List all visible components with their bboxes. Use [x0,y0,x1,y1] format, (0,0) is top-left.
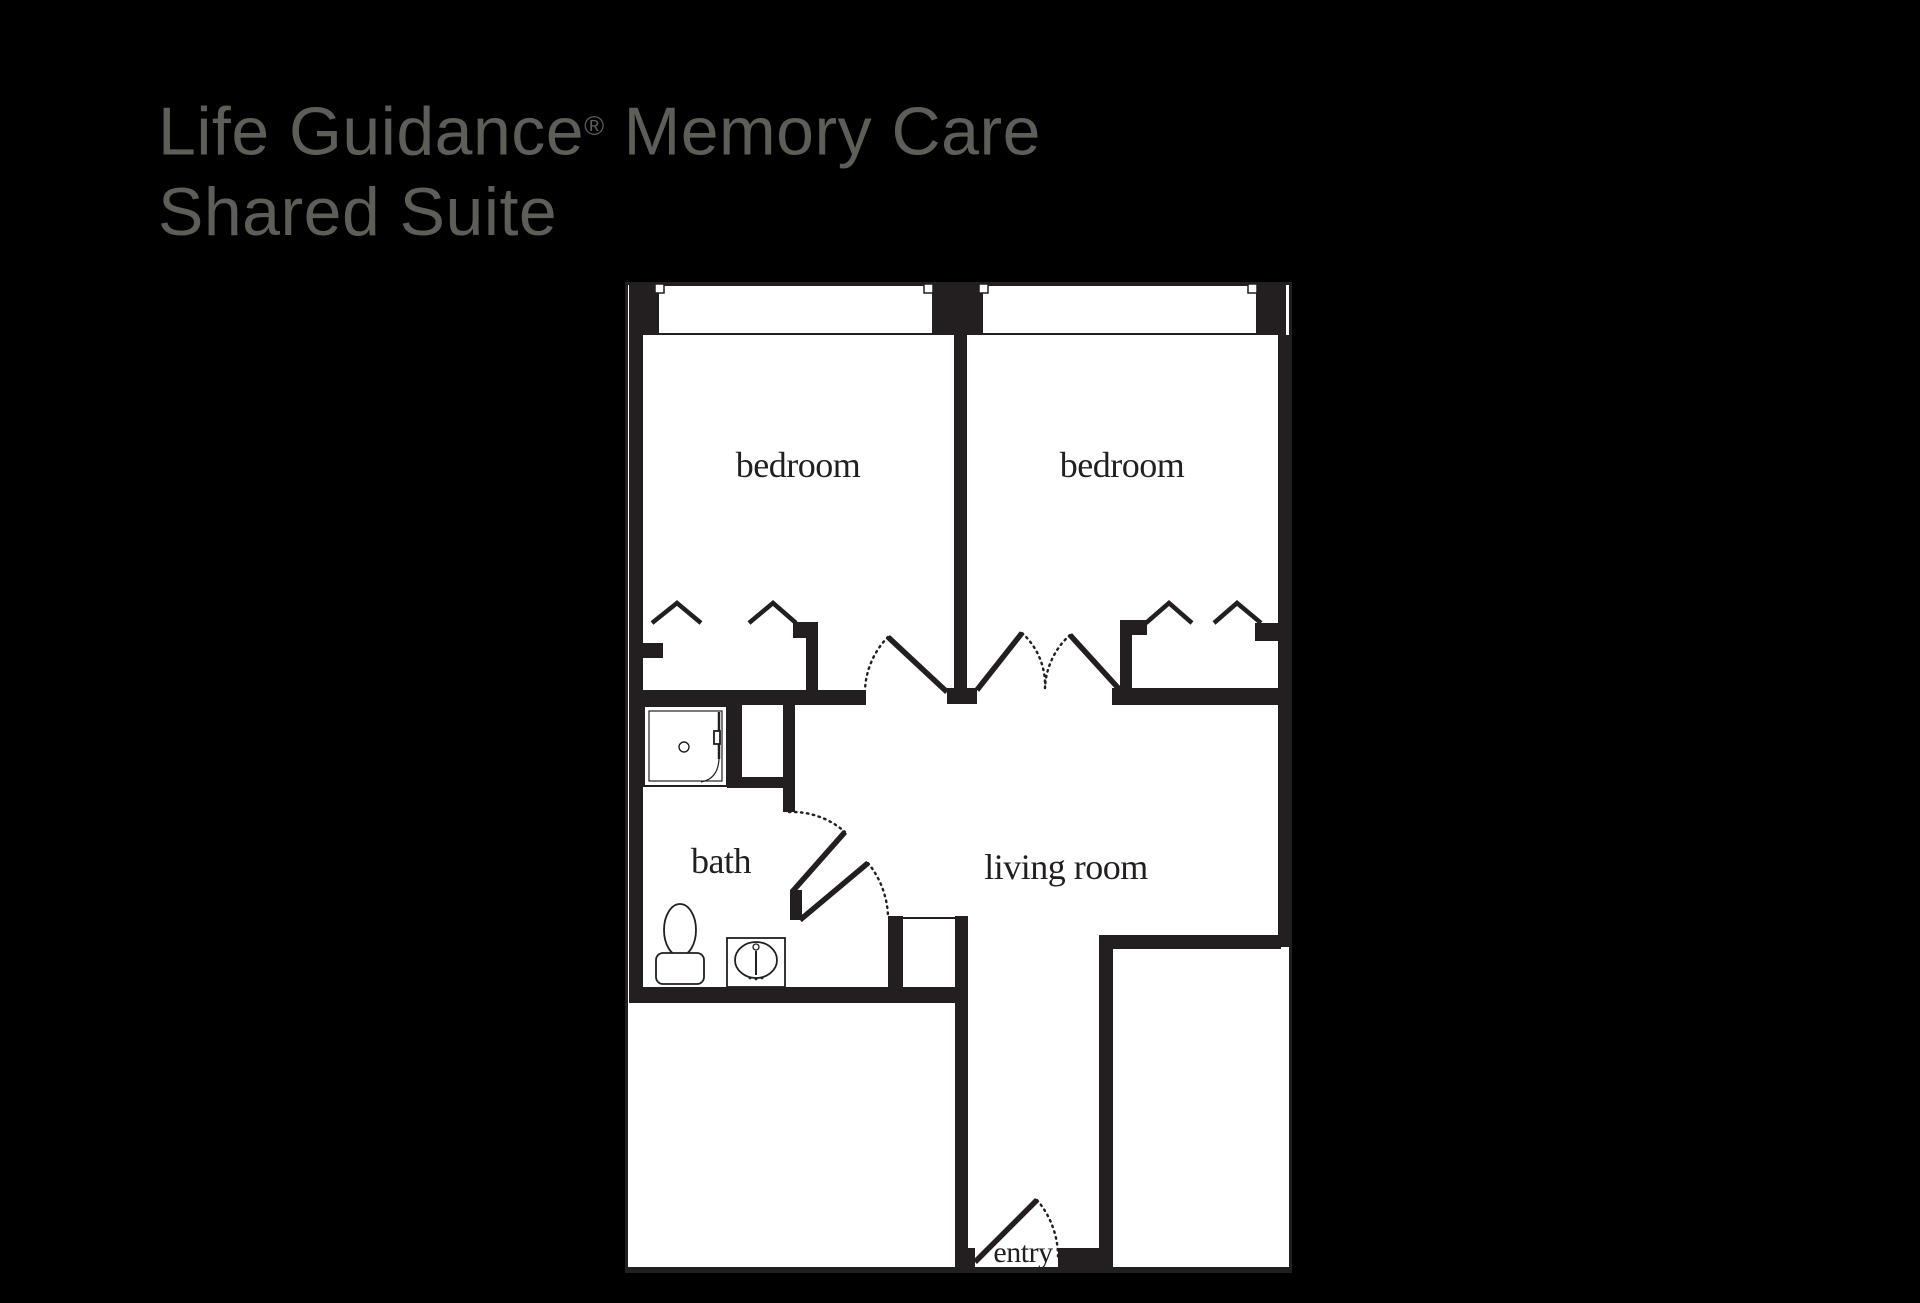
bifold-door-icon [1212,600,1263,625]
bifold-door-icon [650,600,703,625]
door-leaf-bath [789,830,848,894]
bifold-door-icon [747,600,798,625]
title-line1-rest: Memory Care [604,93,1041,170]
door-arc-hall [866,861,890,918]
wall-corner-block-right [1257,283,1286,335]
floor-plan: bedroom bedroom living room bath entry [625,282,1292,1273]
wall-right-closet-jamb-stub [1120,620,1147,635]
door-arc-bedroom-left [863,635,890,692]
floor-plan-drawing: bedroom bedroom living room bath entry [625,282,1292,1273]
label-bedroom-right: bedroom [1060,445,1185,485]
shower-door-handle-icon [713,730,721,745]
label-entry: entry [993,1236,1053,1269]
swing-doors [787,631,1123,1264]
label-living-room: living room [984,847,1148,887]
wall-left-closet-side-stub [643,643,663,658]
title-line-2: Shared Suite [158,173,558,250]
wall-bottom-edge [625,1267,1292,1273]
wall-shower-right [727,705,742,788]
wall-right-closet-side-stub [1255,623,1278,641]
wall-living-room-bottom-right [1099,935,1281,949]
door-leaf-hall [798,860,870,923]
title-line-1: Life Guidance® Memory Care [158,86,1041,172]
toilet-bowl-icon [663,903,697,957]
wall-bath-door-jamb [783,705,795,812]
wall-bath-bottom [629,987,955,1003]
door-arc-bath [787,810,847,834]
window-jamb-icon [923,283,934,294]
sink [726,937,786,988]
window-left-bedroom [657,284,934,335]
shower [643,705,728,787]
wall-exterior-left [629,283,643,1003]
wall-entry-stub-right [1058,1248,1113,1269]
door-leaves [789,631,1123,1264]
title-brand: Life Guidance [158,93,585,170]
toilet [655,903,705,985]
page-title: Life Guidance® Memory Care Shared Suite [158,86,1041,252]
window-right-bedroom [981,284,1258,335]
windows [654,283,1258,335]
door-leaf-entry [973,1198,1039,1264]
door-arc-entry [1035,1198,1060,1260]
shower-drain-icon [678,741,690,753]
wall-bedroom-right-bottom [1112,688,1291,705]
shower-door-curve [700,758,720,783]
bifold-door-icon [1144,600,1194,625]
sink-tap-dots [748,976,764,981]
window-jamb-icon [978,283,989,294]
window-jamb-icon [1247,283,1258,294]
room-labels: bedroom bedroom living room bath entry [691,445,1185,1269]
window-jamb-icon [654,283,665,294]
registered-trademark-symbol: ® [584,110,605,141]
wall-entry-stub-left [955,1248,975,1269]
wall-left-closet-jamb [806,622,818,692]
label-bedroom-left: bedroom [736,445,861,485]
wall-between-bedrooms [954,335,967,692]
wall-corridor-left [955,916,968,1267]
wall-shower-niche-bottom [742,777,783,788]
window-jamb-symbols [654,283,1258,294]
wall-bath-hinge-stub [790,890,802,920]
door-swing-arcs [787,631,1072,1260]
wall-exterior-right [1278,335,1291,947]
wall-center-foot-block [947,688,977,704]
closet-bifold-doors [650,600,1263,625]
wall-closet-niche-left [888,916,903,987]
shower-inner-line [648,710,723,782]
walls [625,283,1292,1273]
bath-fixtures [643,705,786,988]
sink-faucet-icon [752,943,760,951]
door-leaf-bedroom-right-b [1067,633,1123,692]
wall-bedroom-left-bottom [629,690,866,705]
door-arc-bedroom-right-b [1043,633,1072,690]
door-leaf-bedroom-left [886,634,949,695]
toilet-tank-icon [655,952,705,985]
label-bath: bath [691,841,751,881]
wall-right-closet-jamb [1120,620,1132,690]
door-leaf-bedroom-right-a [974,631,1025,692]
wall-center-top-block [933,283,982,335]
wall-corridor-right [1099,935,1113,1267]
